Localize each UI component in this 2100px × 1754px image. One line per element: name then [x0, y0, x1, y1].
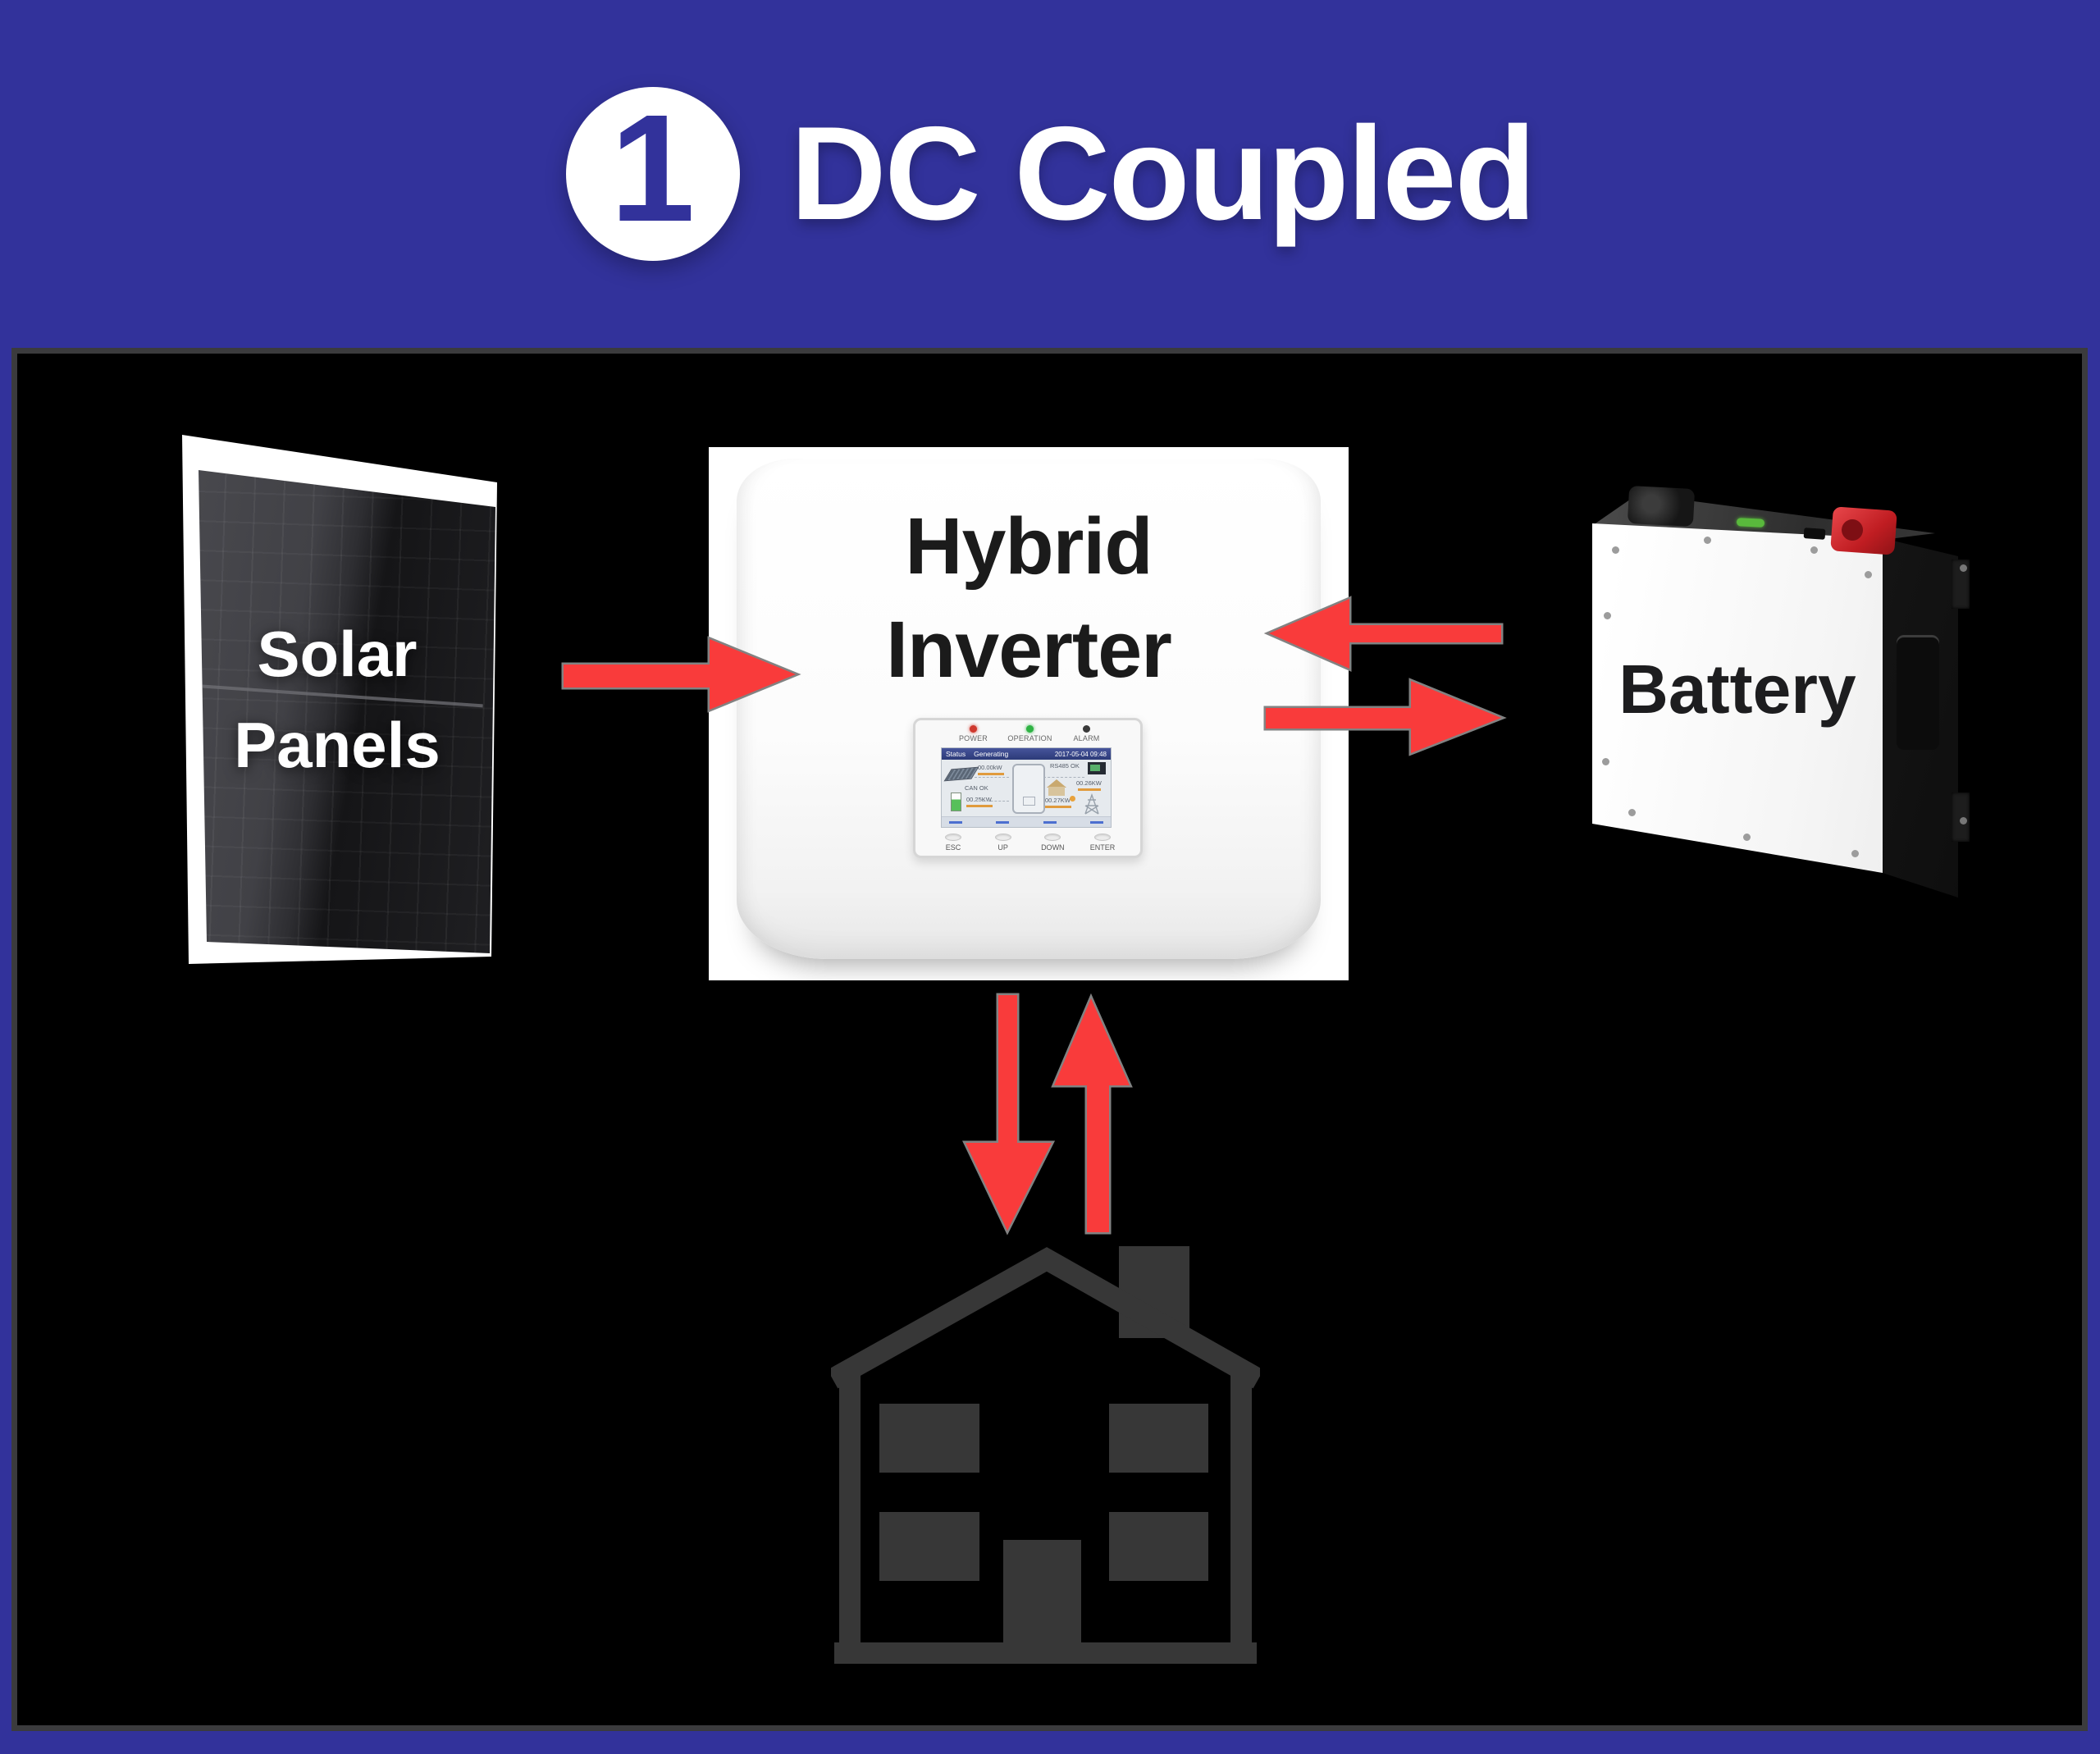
page-title: DC Coupled [790, 99, 1536, 248]
softkey-mark [1089, 821, 1103, 824]
up-button-label: UP [998, 843, 1008, 852]
screen-grid-power: 00.26KW [1076, 779, 1102, 787]
enter-button-label: ENTER [1089, 843, 1116, 852]
hybrid-inverter-card: Hybrid Inverter POWER OPERATION ALARM [709, 447, 1349, 980]
screen-softkey-bar [942, 816, 1111, 827]
inverter-screen: Status Generating 2017-05-04 09:48 00.00… [941, 747, 1112, 828]
down-button-icon [1044, 834, 1061, 841]
house-roof [831, 1247, 1260, 1389]
screen-house-roof-icon [1047, 779, 1066, 788]
screen-battery-arrow [966, 805, 993, 807]
arrow-inverter-to-battery [1263, 678, 1507, 756]
battery-mount-bracket [1952, 560, 1970, 609]
power-led-label: POWER [958, 734, 988, 742]
esc-button-icon [945, 834, 961, 841]
led-row: POWER OPERATION ALARM [945, 725, 1116, 742]
diagram-canvas: Solar Panels Hybrid Inverter POWER [11, 348, 2088, 1731]
inverter-device-body [737, 459, 1321, 959]
enter-button: ENTER [1083, 834, 1122, 852]
battery-mount-bracket [1952, 792, 1970, 842]
solar-panel-image: Solar Panels [167, 435, 507, 964]
screen-inverter-icon [1012, 764, 1045, 814]
alarm-led-icon [1083, 725, 1090, 733]
operation-led: OPERATION [1002, 725, 1058, 742]
operation-led-icon [1026, 725, 1034, 733]
power-flow-arrows [561, 596, 1507, 1236]
down-button: DOWN [1033, 834, 1072, 852]
screen-statusbar: Status Generating 2017-05-04 09:48 [942, 748, 1111, 760]
screen-load-power: 00.27KW [1045, 797, 1071, 804]
screen-meter-display [1090, 765, 1100, 771]
screen-house-icon [1048, 787, 1065, 796]
house-window [1109, 1512, 1208, 1581]
screen-connector-line [975, 801, 1009, 802]
house-window [879, 1512, 979, 1581]
alarm-led-label: ALARM [1073, 734, 1100, 742]
enter-button-icon [1093, 834, 1111, 841]
alarm-led: ALARM [1058, 725, 1115, 742]
battery-front-face [1592, 523, 1883, 873]
battery-label: Battery [1618, 651, 1856, 728]
screen-sun-icon [1070, 796, 1075, 802]
badge-number: 1 [609, 84, 696, 254]
battery-handle-recess [1897, 635, 1939, 750]
screen-pylon-icon [1084, 793, 1099, 815]
house-window [879, 1404, 979, 1473]
screen-grid-arrow [1078, 788, 1101, 791]
arrow-battery-to-inverter [1263, 596, 1504, 672]
inverter-label-line1: Hybrid [905, 501, 1153, 591]
inverter-control-panel: POWER OPERATION ALARM Status Generating [913, 718, 1143, 858]
solar-panels-label: Solar Panels [167, 435, 507, 964]
up-button: UP [984, 834, 1023, 852]
arrow-inverter-to-house [962, 993, 1056, 1236]
softkey-mark [949, 821, 962, 824]
screen-status-value: Generating [974, 750, 1009, 758]
hybrid-inverter-label: Hybrid Inverter [709, 495, 1349, 701]
step-number-badge: 1 [565, 84, 740, 261]
arrow-house-to-inverter [1051, 993, 1133, 1235]
screen-pv-power: 00.00kW [978, 764, 1002, 771]
header-banner: 1 DC Coupled [0, 0, 2100, 348]
arrow-solar-to-inverter [561, 636, 801, 713]
screen-pv-arrow [978, 773, 1004, 775]
screen-load-arrow [1045, 806, 1071, 808]
solar-panel-face [199, 470, 495, 953]
button-row: ESC UP DOWN ENTER [934, 834, 1122, 852]
softkey-mark [996, 821, 1010, 824]
power-led: POWER [945, 725, 1002, 742]
operation-led-label: OPERATION [1007, 734, 1052, 742]
battery-screws [1612, 546, 1619, 554]
screen-datetime: 2017-05-04 09:48 [1054, 750, 1107, 758]
down-button-label: DOWN [1041, 843, 1065, 852]
solar-label-line2: Panels [234, 708, 441, 781]
screen-inverter-display [1023, 797, 1035, 806]
inverter-label-line2: Inverter [886, 605, 1172, 695]
screen-battery-icon [951, 792, 961, 811]
solar-label-line1: Solar [257, 617, 418, 690]
screen-status-label: Status [946, 750, 966, 758]
house-door [1003, 1540, 1081, 1664]
house-icon [831, 1246, 1260, 1664]
battery-image: Battery [1581, 485, 1970, 906]
screen-connector-line [975, 777, 1009, 778]
esc-button-label: ESC [945, 843, 961, 852]
house-window [1109, 1404, 1208, 1473]
screen-meter-icon [1088, 762, 1106, 774]
esc-button: ESC [934, 834, 973, 852]
power-led-icon [970, 725, 977, 733]
screen-can-status: CAN OK [965, 784, 988, 792]
screen-connector-line [1043, 777, 1084, 778]
screen-battery-power: 00.25KW [966, 796, 992, 803]
screen-flow-diagram: 00.00kW CAN OK 00.25KW RS485 OK 00.27KW [942, 760, 1111, 816]
up-button-icon [994, 834, 1011, 841]
softkey-mark [1043, 821, 1057, 824]
screen-rs485-status: RS485 OK [1050, 762, 1080, 770]
